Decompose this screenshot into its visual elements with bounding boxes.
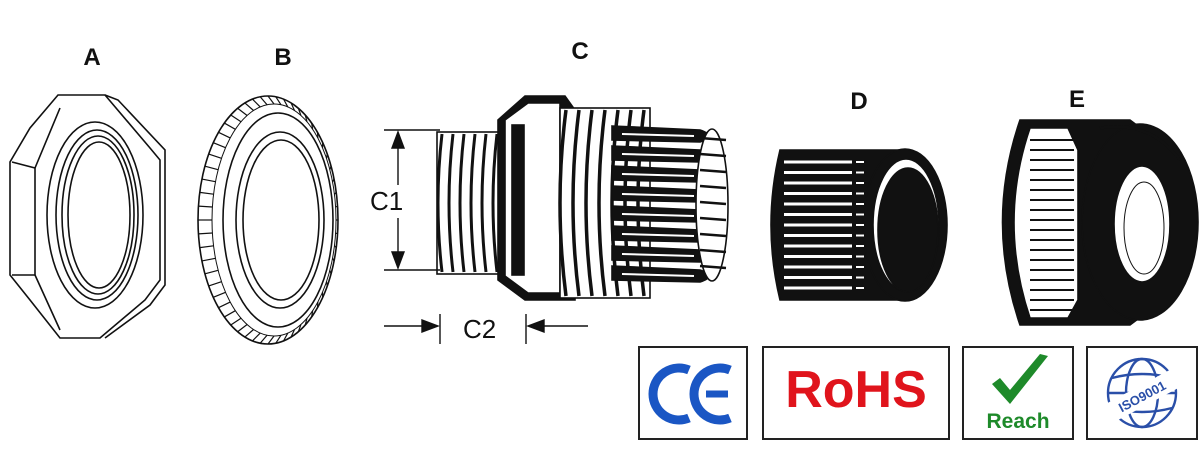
part-b-serrated-washer: [197, 95, 339, 345]
label-b: B: [274, 44, 292, 71]
reach-badge: Reach: [962, 346, 1074, 440]
rohs-badge: RoHS: [762, 346, 950, 440]
dimension-c2-arrow: [384, 314, 588, 344]
globe-icon: ISO9001: [1103, 357, 1181, 429]
label-a: A: [83, 44, 101, 71]
dimension-c2-label: C2: [463, 314, 497, 344]
part-a-hex-nut: [9, 94, 166, 339]
checkmark-icon: [992, 354, 1048, 404]
ce-mark-icon: [648, 363, 732, 425]
iso-badge: ISO9001: [1086, 346, 1198, 440]
part-d-seal-insert: [770, 148, 948, 302]
reach-label: Reach: [986, 410, 1050, 433]
label-e: E: [1068, 86, 1086, 113]
label-c: C: [571, 38, 589, 65]
part-c-gland-body: [436, 95, 729, 301]
dimension-c1-arrow: [384, 129, 440, 271]
part-e-cap-nut: [1001, 119, 1199, 326]
ce-mark-badge: [638, 346, 748, 440]
label-d: D: [850, 88, 868, 115]
rohs-label: RoHS: [785, 361, 927, 419]
dimension-c1-label: C1: [370, 186, 404, 216]
